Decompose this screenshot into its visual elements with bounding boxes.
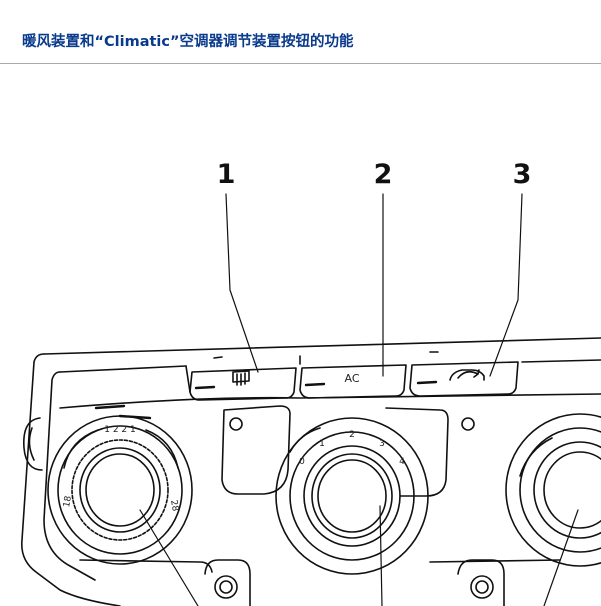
leader-line-3 bbox=[489, 193, 523, 377]
bottom-mount-left bbox=[204, 559, 251, 606]
faceplate-outline bbox=[59, 393, 601, 409]
leader-line-1 bbox=[225, 193, 259, 373]
led-1 bbox=[194, 385, 216, 390]
led-3 bbox=[416, 380, 438, 385]
temp-dial-right-label: 28 bbox=[168, 499, 180, 512]
button-rear-defrost bbox=[189, 367, 297, 401]
temp-dial-top-label: 1 2 2 1 bbox=[104, 425, 136, 435]
page-title: 暖风装置和“Climatic”空调器调节装置按钮的功能 bbox=[22, 34, 354, 50]
callout-2: 2 bbox=[374, 159, 393, 190]
air-distribution-dial bbox=[505, 413, 601, 567]
led-2 bbox=[304, 382, 326, 387]
rear-window-defrost-icon bbox=[232, 370, 250, 386]
leader-line-temp bbox=[139, 509, 199, 606]
fan-speed-2: 2 bbox=[349, 430, 355, 440]
screw-right bbox=[461, 417, 475, 431]
callout-3: 3 bbox=[513, 159, 532, 190]
temp-dial-left-label: 18 bbox=[62, 495, 74, 508]
fan-speed-1: 1 bbox=[319, 439, 325, 449]
fan-speed-3: 3 bbox=[379, 439, 385, 449]
air-recirculation-icon bbox=[449, 369, 485, 381]
panel-housing-outline bbox=[20, 353, 121, 606]
callout-1: 1 bbox=[217, 159, 236, 190]
temperature-dial bbox=[47, 415, 193, 565]
fan-speed-0: 0 bbox=[299, 457, 305, 467]
ac-button-label: AC bbox=[344, 372, 359, 385]
bottom-mount-right bbox=[457, 559, 505, 606]
panel-top-edge bbox=[43, 337, 601, 355]
leader-line-fan bbox=[379, 505, 383, 606]
button-recirculation bbox=[409, 361, 519, 397]
fan-speed-4: 4 bbox=[399, 457, 405, 467]
fan-speed-dial bbox=[275, 417, 429, 575]
leader-line-air bbox=[543, 509, 579, 606]
left-mount-tab bbox=[23, 417, 43, 471]
screw-left bbox=[229, 417, 243, 431]
title-divider bbox=[0, 63, 601, 64]
